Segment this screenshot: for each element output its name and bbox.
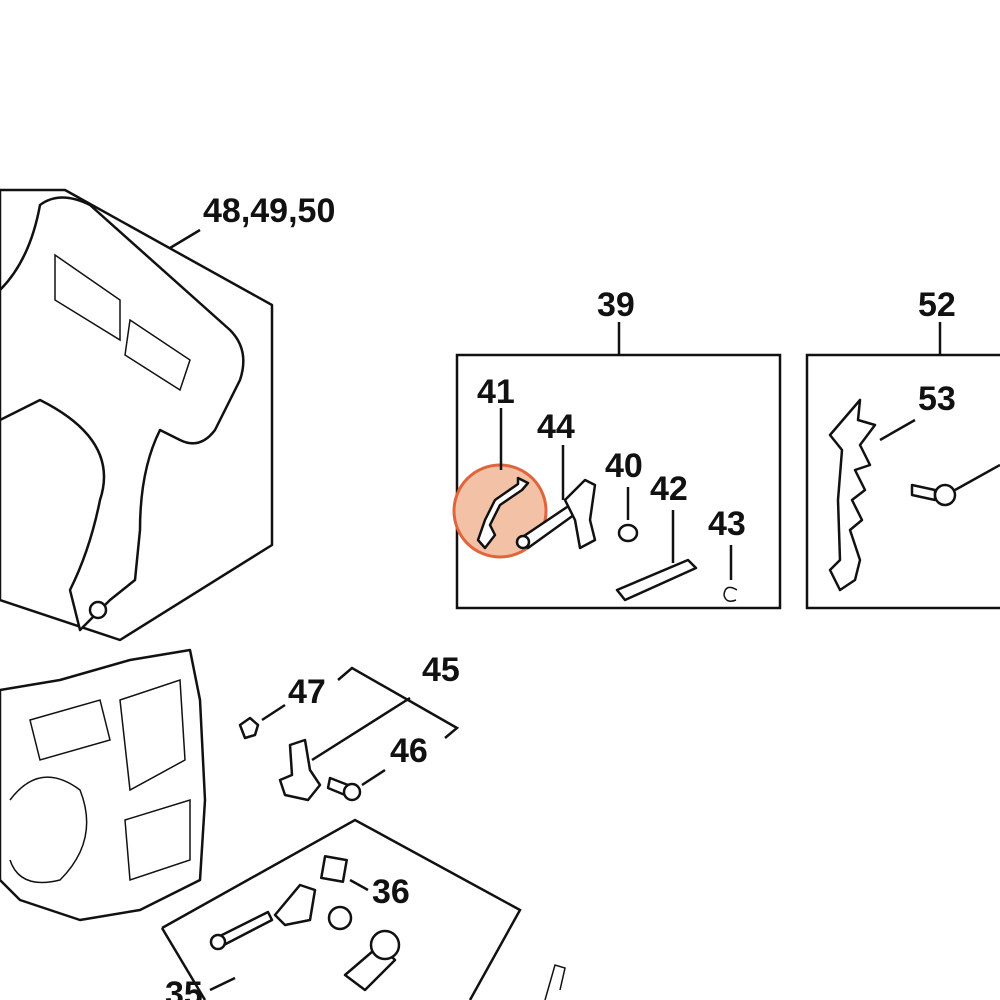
part-46-screw[interactable] <box>326 776 362 802</box>
handguard-part[interactable] <box>0 188 274 642</box>
part-44-lever[interactable] <box>515 478 597 550</box>
label-36[interactable]: 36 <box>372 873 410 911</box>
label-35[interactable]: 35 <box>165 975 203 1000</box>
part-41-lever[interactable] <box>476 476 530 550</box>
part-36-block[interactable] <box>320 855 348 883</box>
crankcase-part[interactable] <box>0 648 207 922</box>
part-35-assembly[interactable] <box>209 883 566 1000</box>
label-42[interactable]: 42 <box>650 470 688 508</box>
part-43-clip[interactable] <box>723 586 738 602</box>
label-41[interactable]: 41 <box>477 373 515 411</box>
part-45-lever[interactable] <box>278 738 322 802</box>
part-53-bumper-spike[interactable] <box>828 398 877 592</box>
label-44[interactable]: 44 <box>537 408 575 446</box>
label-48-49-50[interactable]: 48,49,50 <box>203 192 335 230</box>
label-46[interactable]: 46 <box>390 732 428 770</box>
part-53-screw[interactable] <box>910 463 1000 507</box>
part-42-plate[interactable] <box>615 558 698 602</box>
label-43[interactable]: 43 <box>708 505 746 543</box>
label-53[interactable]: 53 <box>918 380 956 418</box>
part-40-washer[interactable] <box>617 523 639 543</box>
label-39[interactable]: 39 <box>597 286 635 324</box>
part-47-nut[interactable] <box>238 716 260 740</box>
label-47[interactable]: 47 <box>288 673 326 711</box>
label-45[interactable]: 45 <box>422 651 460 689</box>
label-40[interactable]: 40 <box>605 447 643 485</box>
label-52[interactable]: 52 <box>918 286 956 324</box>
